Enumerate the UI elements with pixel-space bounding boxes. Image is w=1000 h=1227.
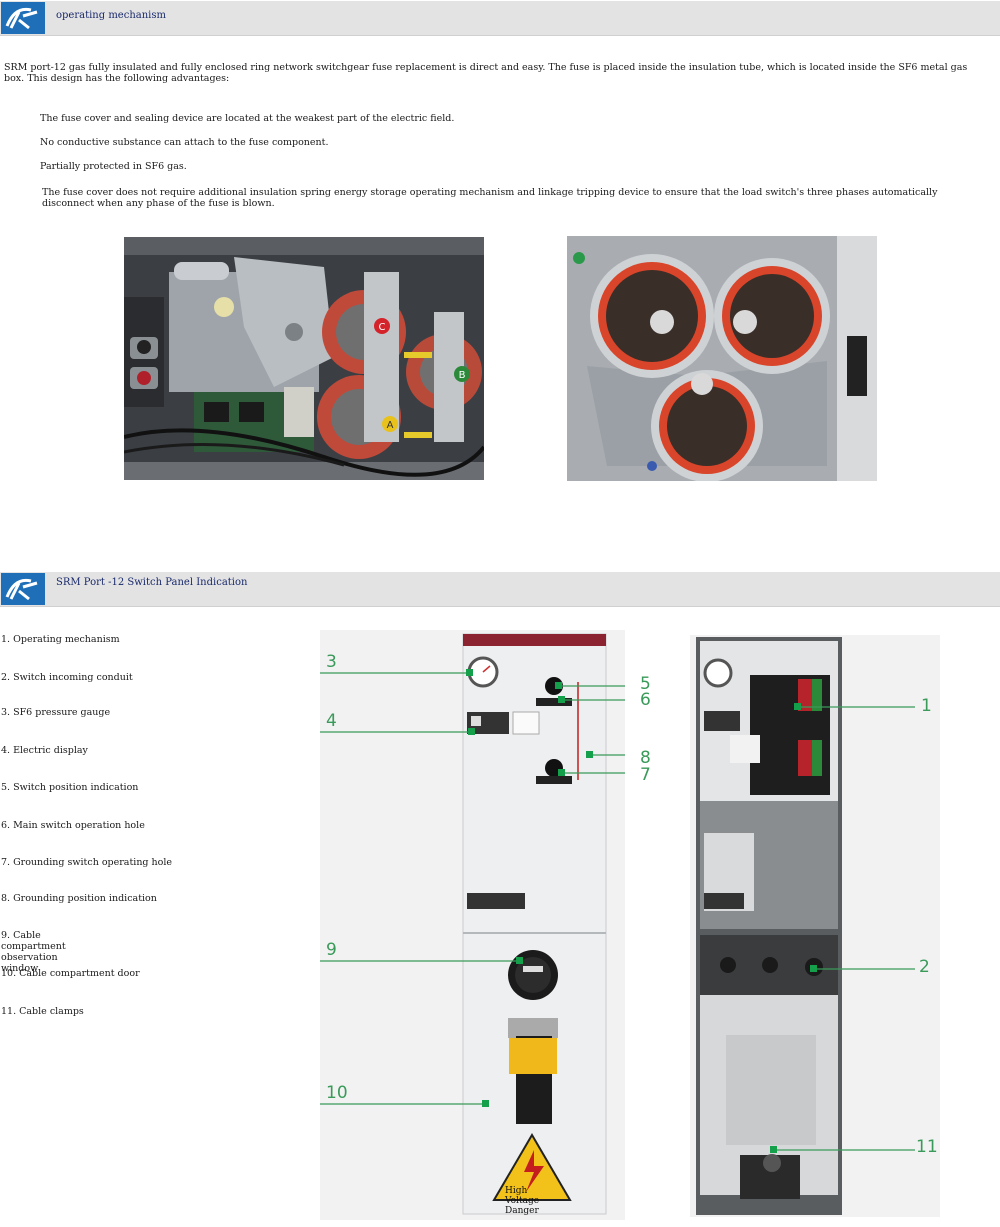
legend-item: 5. Switch position indication xyxy=(1,782,139,793)
intro-paragraph: SRM port-12 gas fully insulated and full… xyxy=(4,62,968,84)
logo-mark-icon xyxy=(5,578,38,601)
logo-mark-icon xyxy=(5,7,38,30)
legend-item: 4. Electric display xyxy=(1,745,88,756)
legend-item: 6. Main switch operation hole xyxy=(1,820,145,831)
callout-3: 3 xyxy=(326,652,337,672)
fuse-tube xyxy=(651,370,763,481)
operating-mechanism-photo: C B A xyxy=(124,237,484,480)
legend-item: 8. Grounding position indication xyxy=(1,893,157,904)
callout-5: 5 xyxy=(640,674,651,694)
legend-item: 10. Cable compartment door xyxy=(1,968,140,979)
fuse-tubes-photo xyxy=(567,236,877,481)
legend-item: 11. Cable clamps xyxy=(1,1006,84,1017)
front-panel-photo xyxy=(320,630,625,1220)
section-header-switch-panel: SRM Port -12 Switch Panel Indication xyxy=(0,572,1000,607)
high-voltage-warning-label: High Voltage Danger xyxy=(505,1186,540,1216)
phase-label-a: A xyxy=(387,420,394,431)
section-title: operating mechanism xyxy=(56,10,166,21)
advantage-item: The fuse cover and sealing device are lo… xyxy=(40,113,455,124)
callout-11: 11 xyxy=(916,1137,938,1157)
section-header-operating-mechanism: operating mechanism xyxy=(0,1,1000,36)
callout-4: 4 xyxy=(326,711,337,731)
phase-label-c: C xyxy=(379,322,386,333)
legend-item: 1. Operating mechanism xyxy=(1,634,120,645)
phase-label-b: B xyxy=(459,370,466,381)
fuse-tube xyxy=(590,254,714,378)
company-logo xyxy=(1,573,45,605)
legend-item: 7. Grounding switch operating hole xyxy=(1,857,173,868)
legend-item: 3. SF6 pressure gauge xyxy=(1,707,111,718)
callout-1: 1 xyxy=(921,696,932,716)
legend-item: 9. Cable compartment observation window xyxy=(1,930,66,974)
callout-2: 2 xyxy=(919,957,930,977)
advantage-item: The fuse cover does not require addition… xyxy=(42,187,938,209)
advantage-item: No conductive substance can attach to th… xyxy=(40,137,329,148)
company-logo xyxy=(1,2,45,34)
fuse-tube xyxy=(714,258,830,374)
callout-8: 8 xyxy=(640,748,651,768)
section-title: SRM Port -12 Switch Panel Indication xyxy=(56,577,248,588)
callout-10: 10 xyxy=(326,1083,348,1103)
callout-9: 9 xyxy=(326,940,337,960)
callout-6: 6 xyxy=(640,690,651,710)
callout-7: 7 xyxy=(640,765,651,785)
advantage-item: Partially protected in SF6 gas. xyxy=(40,161,187,172)
internal-panel-photo xyxy=(690,635,940,1217)
legend-item: 2. Switch incoming conduit xyxy=(1,672,133,683)
